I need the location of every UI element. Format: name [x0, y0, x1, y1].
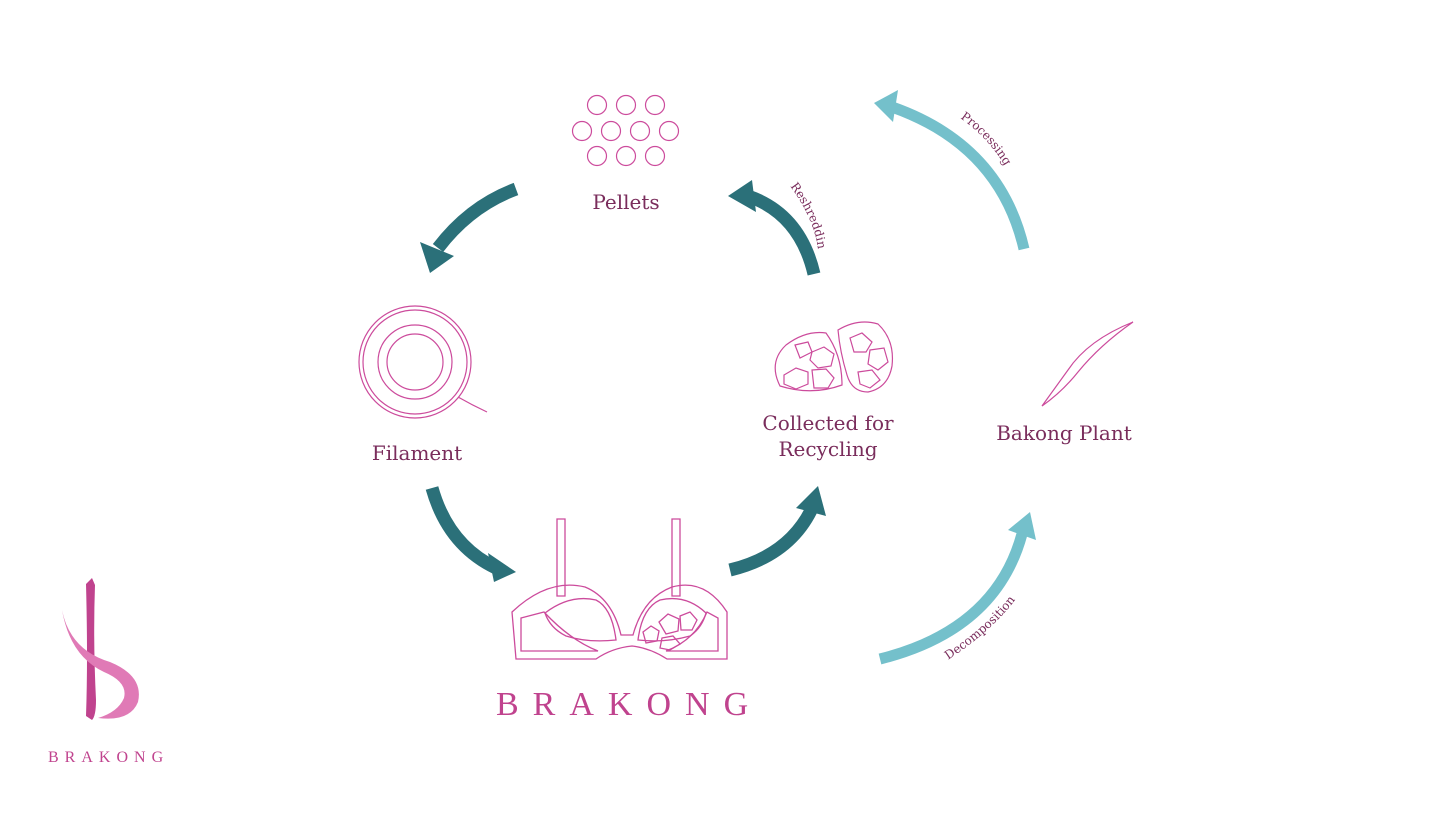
arrow-label-processing: Processing	[958, 109, 1014, 168]
arrow-decomposition	[878, 512, 1036, 665]
center-wordmark: BRAKONG	[496, 686, 763, 723]
node-label-collected-line1: Collected for	[762, 411, 894, 435]
node-label-collected-line2: Recycling	[778, 437, 878, 461]
filament-spool-icon	[358, 305, 488, 419]
bakong-leaf-icon	[1041, 321, 1134, 407]
bra-cups-icon	[774, 321, 894, 393]
arrow-filament-to-bra	[425, 486, 516, 582]
node-label-filament: Filament	[371, 441, 463, 465]
logo-wordmark: BRAKONG	[48, 749, 170, 766]
arrow-collected-to-pellets	[728, 180, 821, 276]
pellets-icon	[571, 94, 680, 167]
node-label-pellets: Pellets	[592, 190, 660, 214]
arrow-bra-to-collected	[728, 486, 826, 577]
node-label-collected: Collected for Recycling	[748, 410, 908, 462]
node-label-bakong-plant: Bakong Plant	[996, 421, 1132, 445]
arrow-label-reshredding: Reshredding	[0, 0, 829, 250]
brakong-logo-mark	[62, 578, 139, 720]
bra-icon	[511, 518, 728, 660]
arrow-pellets-to-filament	[420, 182, 519, 273]
arrow-processing	[874, 90, 1030, 251]
